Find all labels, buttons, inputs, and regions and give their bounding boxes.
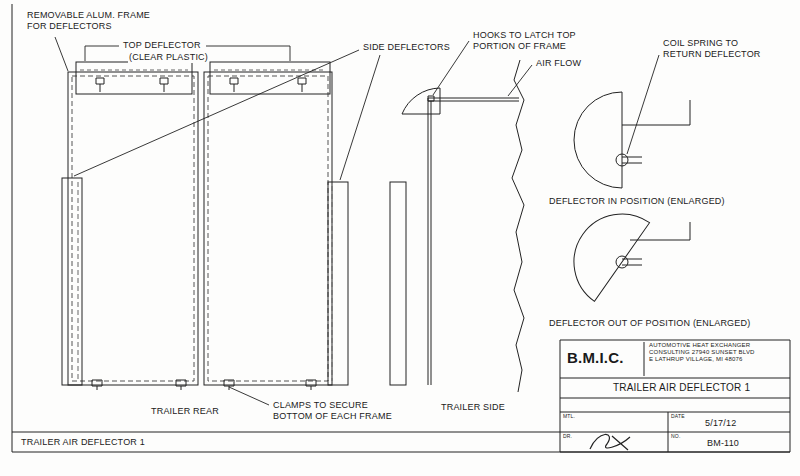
part-label: HOOKS TO LATCH TOP PORTION OF FRAME [472,30,592,52]
clamps [92,380,316,390]
drawing-title: TRAILER AIR DEFLECTOR 1 [612,382,751,394]
flow-label: AIR FLOW [535,58,582,69]
trailer-side-view [390,60,524,392]
leader-lines [55,37,659,405]
sheet-title: TRAILER AIR DEFLECTOR 1 [20,437,146,448]
signature [590,434,630,450]
date-value: 5/17/12 [704,418,737,429]
drawing-number: BM-110 [706,438,740,449]
part-label: REMOVABLE ALUM. FRAME FOR DEFLECTORS [26,10,166,32]
sheet-border [12,4,790,452]
part-label: CLAMPS TO SECURE BOTTOM OF EACH FRAME [272,400,406,422]
view-label: TRAILER SIDE [440,402,506,413]
field-caption: DATE [670,413,686,419]
rear-frames [68,72,332,385]
company-name: B.M.I.C. [566,349,625,367]
deflector-in-position [574,92,690,188]
part-label: COIL SPRING TO RETURN DEFLECTOR [662,38,776,60]
title-block [560,340,790,452]
part-label: TOP DEFLECTOR [122,40,202,51]
side-deflectors [62,178,348,385]
company-address: AUTOMOTIVE HEAT EXCHANGER CONSULTING 279… [648,342,760,364]
view-label: DEFLECTOR IN POSITION (ENLARGED) [548,196,726,207]
view-label: TRAILER REAR [150,406,220,417]
field-caption: DR. [562,433,573,439]
top-deflectors [76,62,330,94]
part-note: (CLEAR PLASTIC) [128,52,209,63]
view-label: DEFLECTOR OUT OF POSITION (ENLARGED) [548,318,751,329]
deflector-out-of-position [555,195,690,301]
part-label: SIDE DEFLECTORS [362,42,451,53]
field-caption: NO. [670,433,682,439]
field-caption: MTL. [562,413,576,419]
